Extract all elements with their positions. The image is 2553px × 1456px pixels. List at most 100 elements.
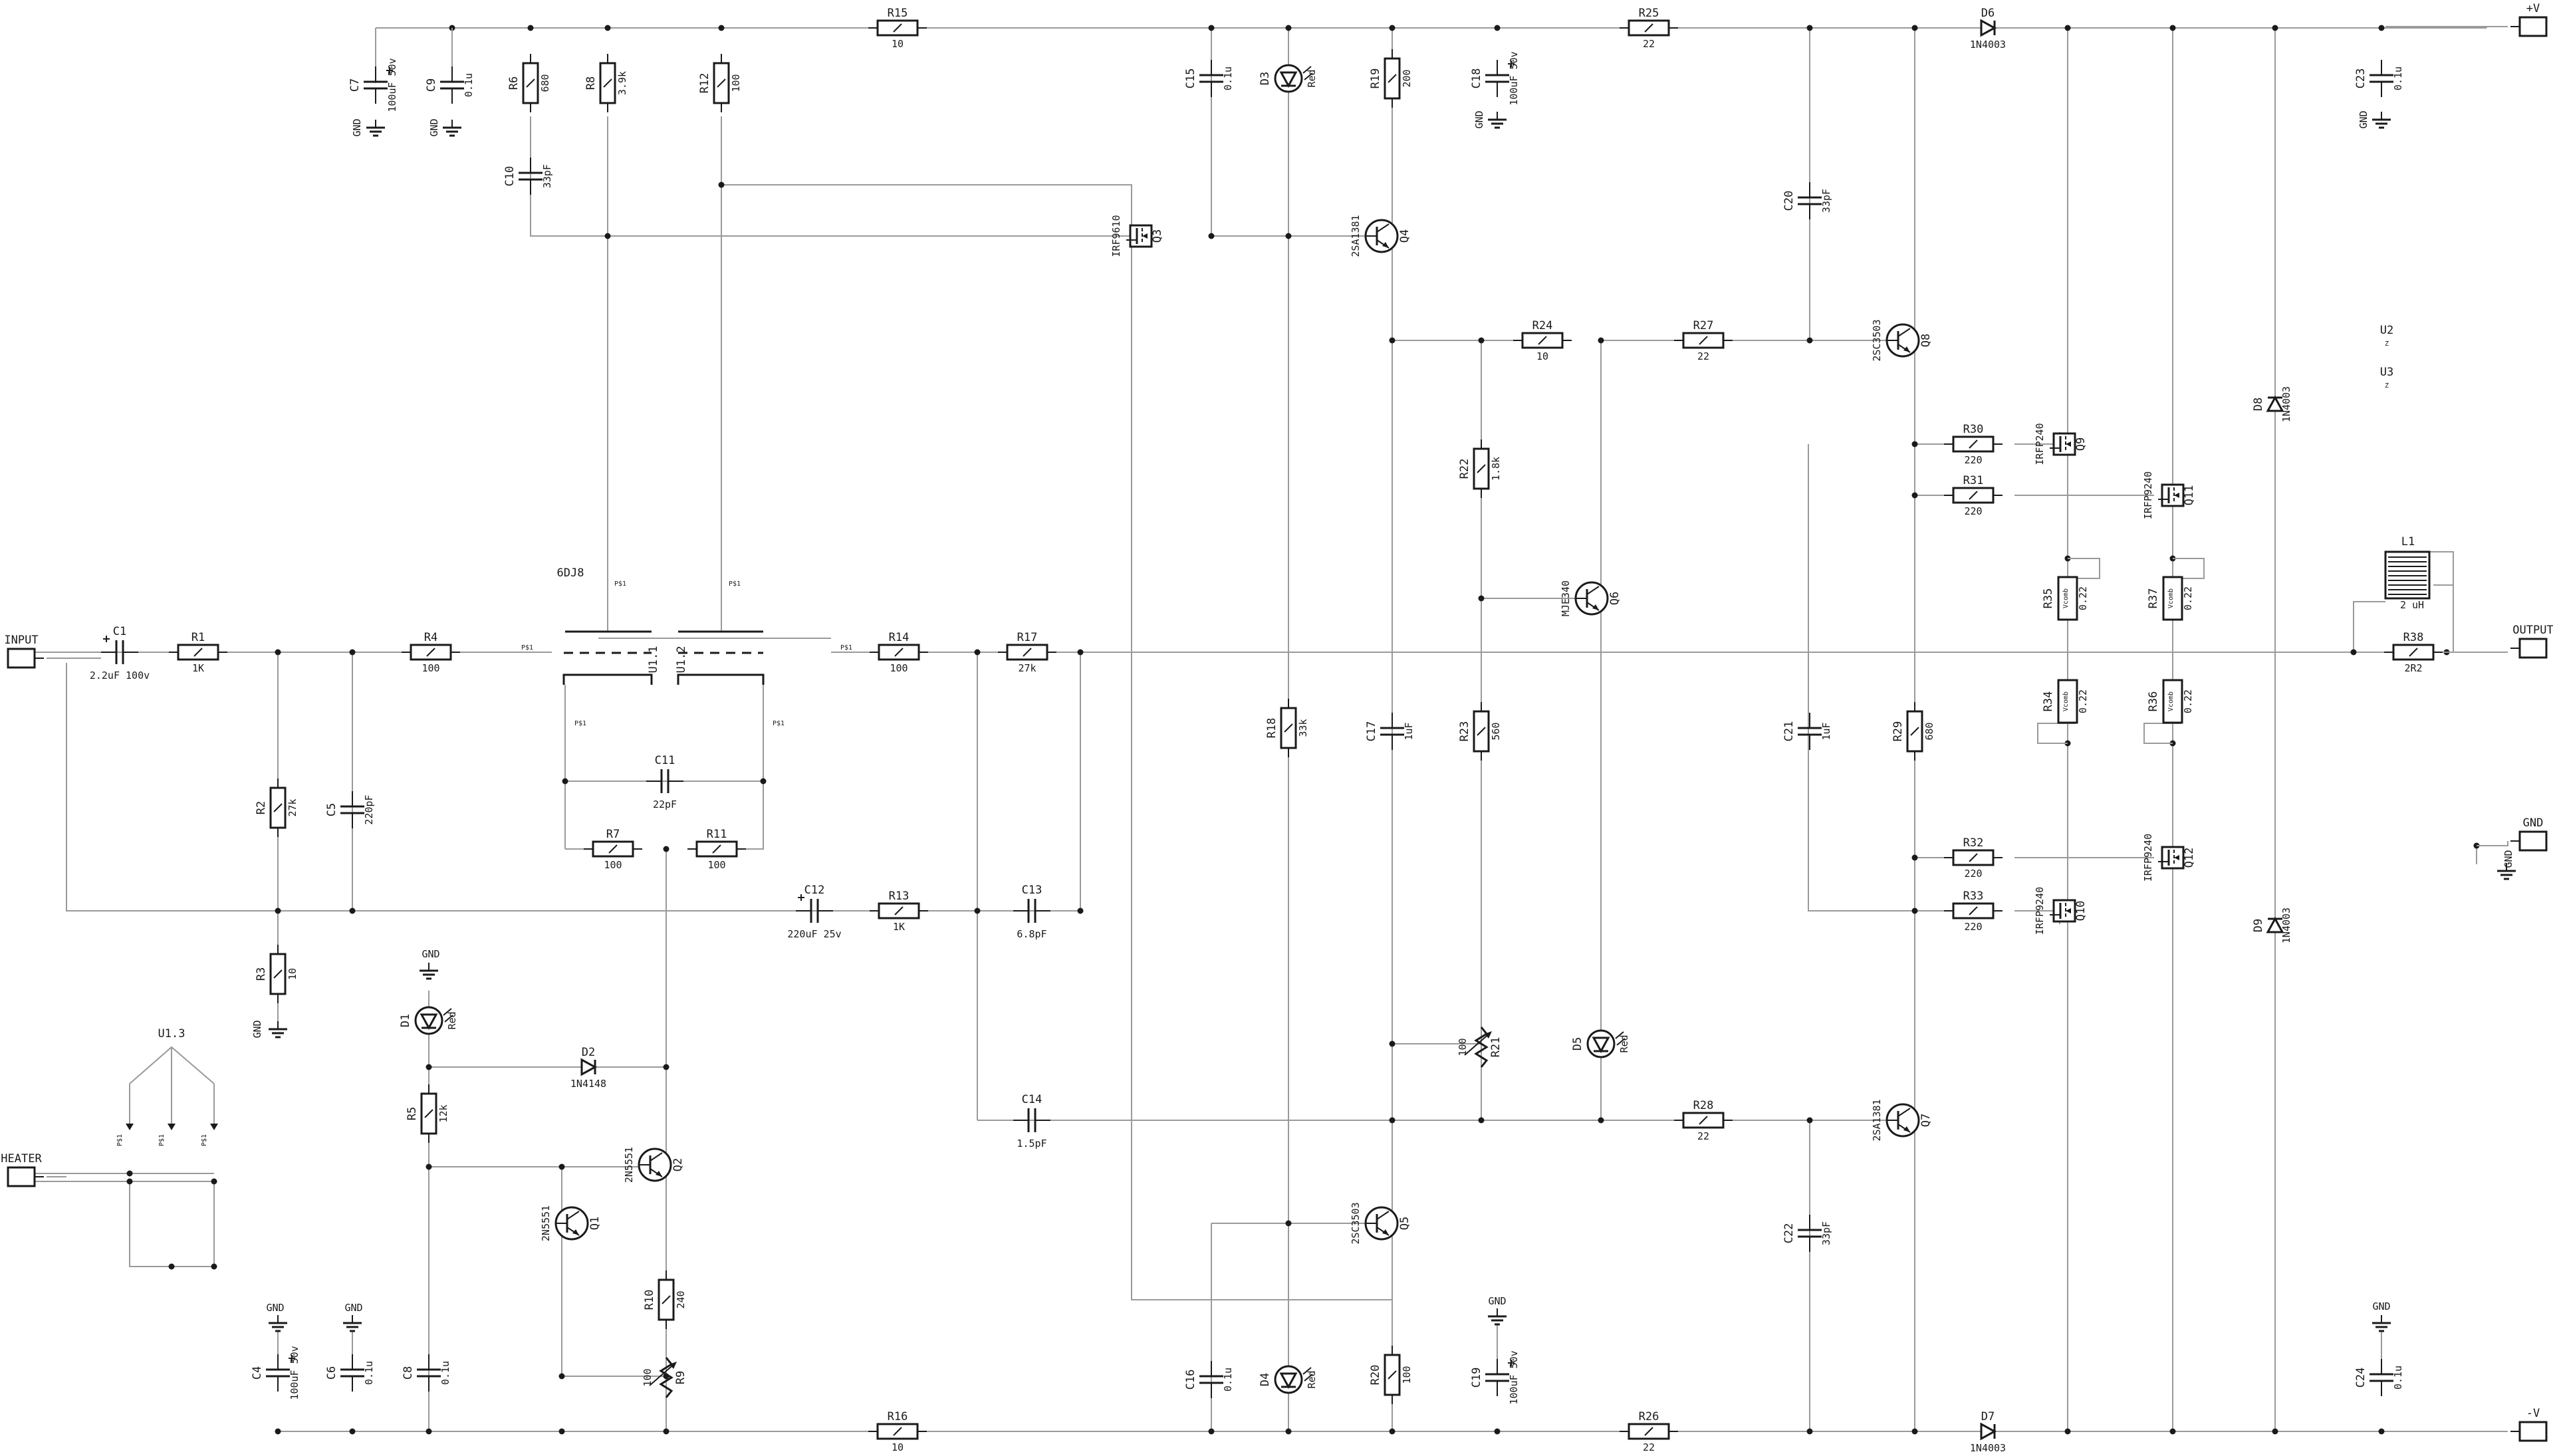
net-label-vplus: +V [2526,2,2540,15]
transistor-q5 [1364,1206,1399,1241]
value-r26: 22 [1643,1441,1655,1453]
net-label-input: INPUT [4,634,38,647]
wire [66,663,1080,911]
connector-heater [7,1166,44,1187]
ref-r28: R28 [1693,1099,1714,1112]
connector-output [2510,638,2548,659]
value-r16: 10 [892,1441,904,1453]
diode-d2 [580,1058,598,1076]
ref-r26: R26 [1639,1410,1659,1423]
ref-r38: R38 [2403,631,2424,644]
resistor-r3 [269,945,287,1003]
resistor-r10 [658,1271,675,1329]
junction-dot [349,649,356,656]
value-c24: 0.1u [2392,1366,2404,1390]
capacitor-c17 [1380,713,1404,750]
resistor-r2 [269,779,287,837]
ref-r12: R12 [698,73,711,94]
resistor-mark [2409,648,2418,657]
value-r14: 100 [890,662,908,674]
ground-symbol [420,963,438,980]
value-d6: 1N4003 [1970,39,2006,51]
resistor-mark [662,1295,671,1304]
resistor-r8 [599,54,616,112]
transistor-arrow [572,1229,579,1235]
resistor-mark [608,844,618,854]
resistor-mark [424,1109,433,1118]
sense-label: Vcomb [2167,691,2175,711]
ref-r34: R34 [2042,691,2055,712]
transistor-q2 [638,1148,672,1182]
wire [129,1181,214,1267]
junction-dot [1389,1428,1396,1435]
ref-c13: C13 [1022,884,1042,897]
gnd-label: GND [351,118,363,136]
sense-label: Vcomb [2062,691,2070,711]
ref-d2: D2 [582,1046,595,1059]
ref-c22: C22 [1782,1223,1796,1244]
ref-r11: R11 [707,828,727,841]
tube-section-label: U2 [2380,324,2393,337]
resistor-r32 [1944,849,2003,866]
value-c6: 0.1u [363,1361,375,1385]
transistor-collector [1586,586,1600,595]
heater-pin [126,1124,134,1130]
heater-pin [210,1124,218,1130]
value-c14: 1.5pF [1017,1138,1046,1150]
wire [2068,558,2100,579]
value-q10: IRFP9240 [2034,887,2046,935]
heater-pin-mark [210,1124,218,1130]
ground-symbol [269,1021,287,1038]
ref-r6: R6 [507,76,521,90]
polarity-mark [289,1355,295,1362]
capacitor-c9 [440,66,464,104]
ref-d5: D5 [1571,1037,1584,1050]
junction-dot [974,908,981,914]
wire [721,184,1392,1300]
value-c16: 0.1u [1222,1368,1234,1392]
junction-dot [2378,25,2385,31]
connector-body [2518,16,2548,37]
capacitor-c11 [646,769,683,793]
resistor-r4 [402,644,460,661]
junction-dot [1806,25,1813,31]
value-r27: 22 [1697,350,1709,362]
polarity-mark [798,894,804,901]
pin-label: P$1 [158,1134,166,1146]
wire [561,1167,666,1377]
connector-body [2518,1421,2548,1442]
ref-r2: R2 [255,801,268,814]
value-c5: 220pF [363,794,375,824]
capacitor-c24 [2370,1359,2393,1396]
ref-q7: Q7 [1919,1114,1933,1127]
ref-q11: Q11 [2183,485,2196,506]
ref-d8: D8 [2252,398,2265,411]
capacitor-c23 [2370,60,2393,97]
junction-dot [1478,337,1485,344]
resistor-mark [1969,853,1978,862]
ref-c4: C4 [251,1366,264,1380]
resistor-mark [1023,648,1032,657]
tube-6dj8 [562,630,765,685]
resistor-r18 [1280,699,1297,757]
junction-dot [718,25,725,31]
resistor-r13 [870,902,928,919]
transistor-collector [650,1152,663,1161]
value-r33: 220 [1964,921,1982,933]
resistor-r5 [420,1084,437,1143]
ref-d1: D1 [399,1014,412,1027]
value-r36: 0.22 [2182,689,2194,713]
value-c17: 1uF [1403,722,1415,740]
led-d1 [414,1006,453,1035]
resistor-r23 [1473,702,1490,761]
net-label-vminus: -V [2526,1407,2540,1420]
tube-section-label: Z [2385,382,2389,390]
transistor-q6 [1574,581,1609,616]
resistor-mark [273,803,283,812]
resistor-r6 [522,54,539,112]
sense-resistor-body [2057,576,2078,621]
ref-q6: Q6 [1608,592,1622,605]
value-q8: 2SC3503 [1871,319,1883,361]
ref-r32: R32 [1963,836,1984,850]
value-r4: 100 [422,662,439,674]
